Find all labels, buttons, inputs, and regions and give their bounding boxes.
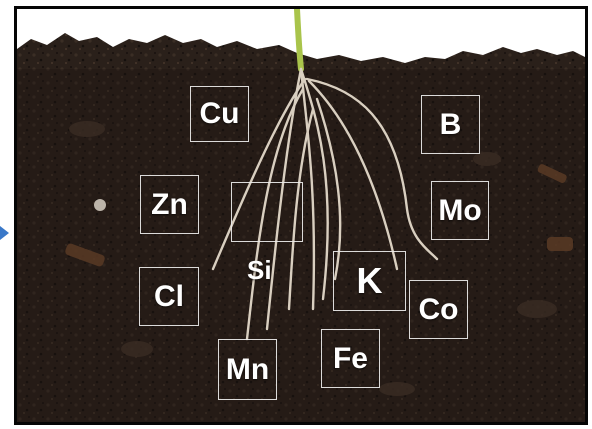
element-label-box-si [231,182,303,242]
element-label-k: K [333,251,406,311]
element-label-co: Co [409,280,468,339]
element-label-b: B [421,95,480,154]
element-label-mn: Mn [218,339,277,400]
element-label-mo: Mo [431,181,489,240]
element-label-zn: Zn [140,175,199,234]
element-label-si: Si [247,255,272,286]
element-label-cu: Cu [190,86,249,142]
stem [297,9,301,69]
soil-photo: Cu B Zn Mo Si K Cl Co Mn Fe [14,6,588,425]
element-label-fe: Fe [321,329,380,388]
pointer-arrow-icon [0,226,9,240]
element-label-cl: Cl [139,267,199,326]
